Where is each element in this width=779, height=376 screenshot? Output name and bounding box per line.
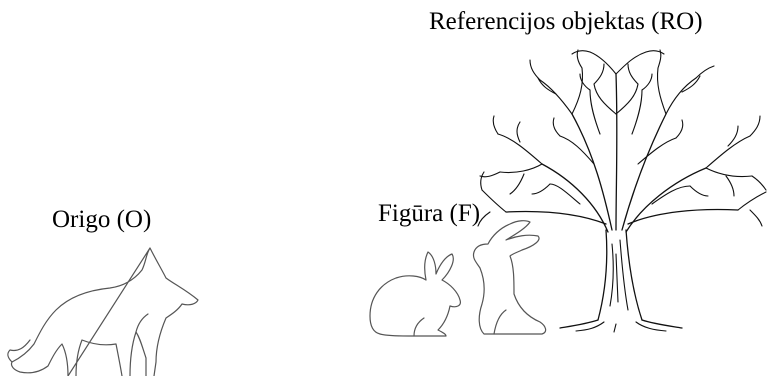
fox-icon: [7, 247, 199, 376]
rabbit-icon: [369, 251, 461, 337]
rabbit-icon: [472, 220, 547, 335]
reference-object-label: Referencijos objektas (RO): [429, 8, 703, 35]
figure-label: Figūra (F): [378, 200, 481, 227]
tree-icon: [477, 49, 767, 333]
origo-label: Origo (O): [52, 206, 152, 233]
